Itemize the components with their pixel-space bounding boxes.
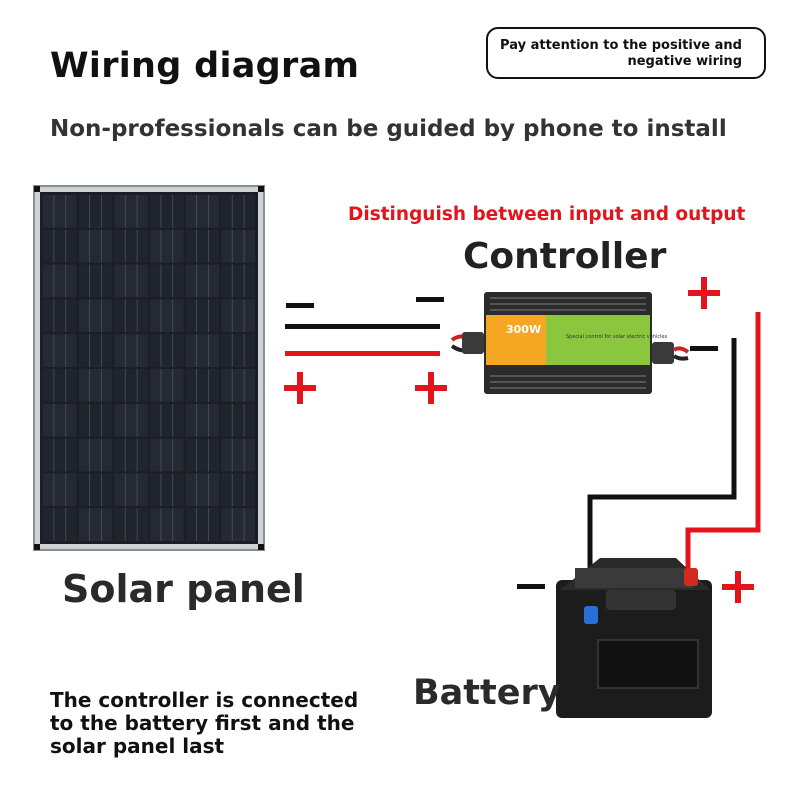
panel-positive-wire: [285, 351, 440, 356]
distinguish-warning: Distinguish between input and output: [348, 204, 746, 225]
attention-note: Pay attention to the positive and negati…: [486, 27, 766, 79]
attention-note-line-2: negative wiring: [627, 54, 742, 69]
controller-sticker-text: Special control for solar electric vehic…: [566, 334, 668, 340]
battery-negative-terminal: [584, 606, 598, 624]
instruction-line-2: to the battery first and the: [50, 711, 355, 735]
diagram-title: Wiring diagram: [50, 46, 360, 86]
controller-plus-sign: [688, 277, 720, 309]
battery-minus-sign: [517, 584, 545, 589]
solar-panel-image: [33, 185, 265, 551]
solar-cell-grid: [43, 195, 255, 541]
panel-minus-sign-right: [416, 297, 444, 302]
diagram-subtitle: Non-professionals can be guided by phone…: [50, 116, 727, 142]
controller-image: 300W Special control for solar electric …: [450, 292, 690, 394]
installation-instruction: The controller is connected to the batte…: [50, 689, 380, 758]
panel-plus-sign-left: [284, 372, 316, 404]
battery-positive-wire: [685, 312, 761, 572]
controller-minus-sign: [690, 346, 718, 351]
battery-plus-sign: [722, 571, 754, 603]
solar-panel-label: Solar panel: [62, 567, 305, 611]
controller-label: Controller: [463, 236, 667, 277]
panel-plus-sign-right: [415, 372, 447, 404]
instruction-line-3: solar panel last: [50, 734, 225, 758]
instruction-line-1: The controller is connected: [50, 688, 359, 712]
battery-wires: [517, 277, 761, 608]
panel-negative-wire: [285, 324, 440, 329]
battery-negative-wire: [587, 338, 737, 608]
battery-positive-terminal: [684, 568, 698, 586]
battery-label: Battery: [413, 673, 561, 713]
attention-note-line-1: Pay attention to the positive and: [500, 38, 742, 53]
panel-wires: [284, 297, 447, 404]
controller-watt-text: 300W: [506, 323, 541, 336]
panel-minus-sign-left: [286, 303, 314, 308]
battery-image: [556, 558, 712, 718]
